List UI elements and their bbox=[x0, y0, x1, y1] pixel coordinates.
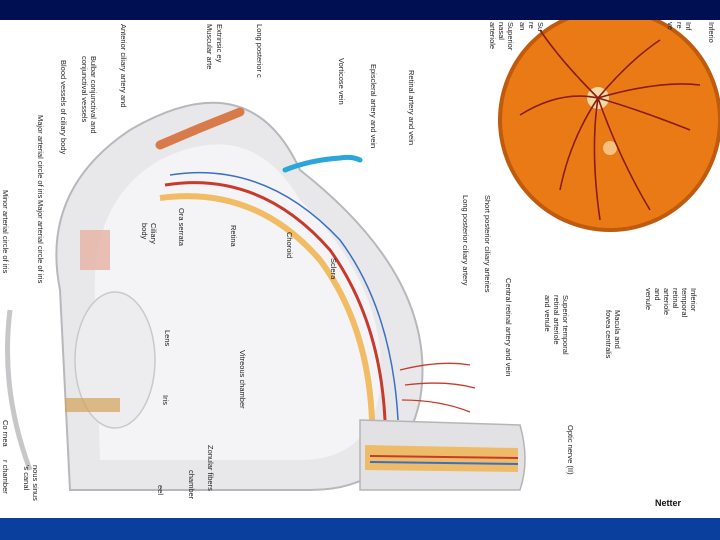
label-venous-sinus: nous sinus 's canal bbox=[22, 465, 40, 501]
label-superior-temporal: Superior temporal retinal arteriole and … bbox=[543, 295, 570, 355]
label-lens: Lens bbox=[163, 330, 172, 346]
cornea-shape bbox=[8, 310, 31, 470]
label-peel: eel bbox=[156, 485, 165, 495]
label-long-posterior: Long posterior c bbox=[255, 24, 264, 78]
label-zonular-fibers: Zonular fibers bbox=[206, 445, 215, 491]
label-ciliary-body: Ciliary body bbox=[140, 223, 158, 244]
label-vitreous-chamber: Vitreous chamber bbox=[238, 350, 247, 409]
label-long-posterior-ciliary-artery: Long posterior ciliary artery bbox=[461, 195, 470, 285]
label-blood-vessels-ciliary: Blood vessels of ciliary body bbox=[59, 60, 68, 154]
label-major-arterial-circle-short: Major arterial circle of iris bbox=[36, 115, 45, 198]
label-cornea: Co rnea bbox=[1, 420, 10, 447]
slide-top-band bbox=[0, 0, 720, 20]
label-episcleral-artery: Episcleral artery and vein bbox=[369, 64, 378, 148]
label-sclera: Sclera bbox=[329, 258, 338, 279]
label-optic-nerve: Optic nerve (II) bbox=[566, 425, 575, 475]
publisher-mark: Netter bbox=[655, 498, 681, 508]
label-macula: Macula and fovea centralis bbox=[604, 310, 622, 358]
label-choroid: Choroid bbox=[285, 232, 294, 258]
eye-diagram bbox=[0, 20, 720, 518]
label-extrinsic-eye: Extrinsic ey bbox=[215, 24, 224, 62]
label-anterior-ciliary: Anterior ciliary artery and bbox=[119, 24, 128, 107]
vorticose-vein bbox=[285, 157, 360, 170]
label-vorticose-vein: Vorticose vein bbox=[337, 58, 346, 105]
ciliary-body-shape bbox=[80, 230, 110, 270]
label-inferior-nasal-top: Inf re ve bbox=[666, 22, 693, 30]
slide-bottom-band bbox=[0, 518, 720, 540]
label-major-arterial-circle: Major arterial circle of iris bbox=[36, 200, 45, 283]
label-minor-arterial-circle: Minor arterial circle of iris bbox=[1, 190, 10, 273]
anatomy-plate: Muscular arte Extrinsic ey Long posterio… bbox=[0, 20, 720, 518]
label-central-retinal: Central retinal artery and vein bbox=[504, 278, 513, 376]
label-retinal-artery: Retinal artery and vein bbox=[407, 70, 416, 145]
label-muscular-artery: Muscular arte bbox=[205, 24, 214, 69]
label-superior-nasal: Superior nasal arteriole bbox=[488, 22, 515, 50]
label-anterior-chamber: r chamber bbox=[1, 460, 10, 494]
label-ora-serrata: Ora serrata bbox=[177, 208, 186, 246]
label-iris: Iris bbox=[161, 395, 170, 405]
label-short-posterior-ciliary: Short posterior ciliary arteries bbox=[483, 195, 492, 293]
label-bulbar-conjunctival: Bulbar conjunctival and conjunctival ves… bbox=[80, 56, 98, 134]
label-posterior-chamber: chamber bbox=[187, 470, 196, 499]
label-superior-temporal-top: Su re an bbox=[518, 22, 545, 31]
label-inferior-temporal: Inferior temporal retinal arteriole and … bbox=[644, 288, 698, 317]
label-inferior-top: Inferio bbox=[707, 22, 716, 43]
label-retina: Retina bbox=[229, 225, 238, 247]
iris-shape bbox=[65, 398, 120, 412]
